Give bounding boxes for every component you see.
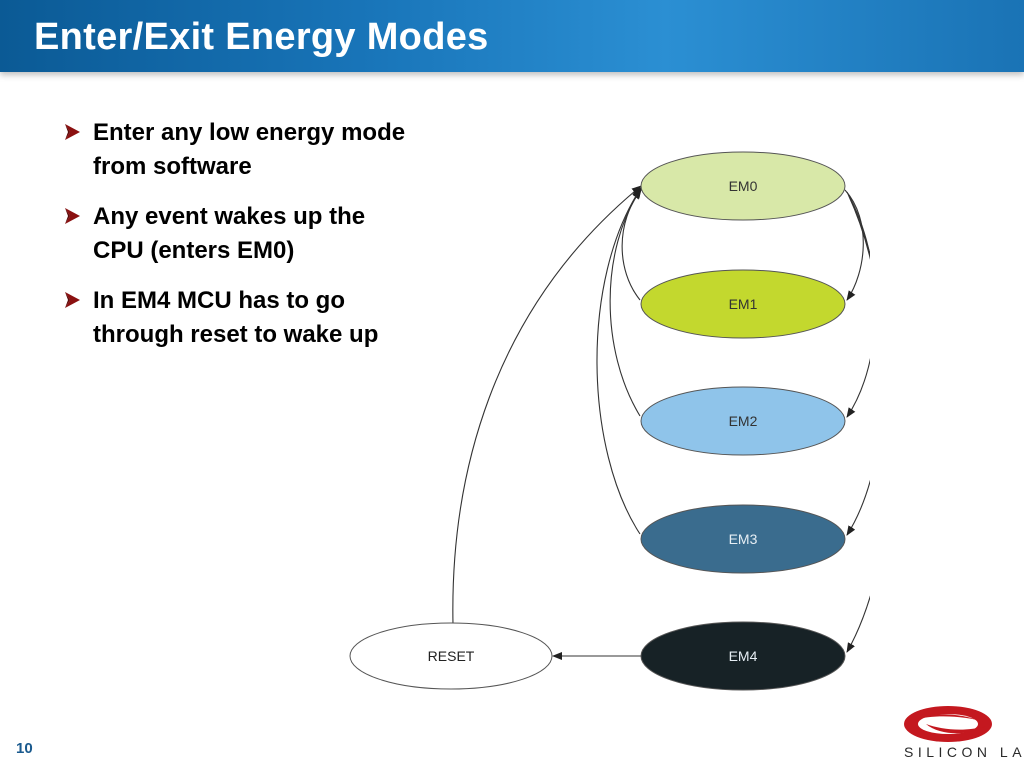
bullet-text: In EM4 MCU has to go through reset to wa… bbox=[93, 287, 379, 348]
title-bar: Enter/Exit Energy Modes bbox=[0, 0, 1024, 72]
logo-text: SILICON LABS bbox=[904, 744, 1024, 760]
slide-title: Enter/Exit Energy Modes bbox=[34, 16, 489, 58]
node-em3-label: EM3 bbox=[729, 531, 758, 547]
transition-em1-em0 bbox=[621, 189, 642, 301]
bullet-item: Enter any low energy mode from software bbox=[62, 116, 407, 184]
node-em4-label: EM4 bbox=[729, 648, 758, 664]
transition-em0-em4 bbox=[846, 195, 870, 653]
slide-number: 10 bbox=[16, 740, 33, 757]
node-em3: EM3 bbox=[640, 504, 846, 574]
arrow-bullet-icon bbox=[65, 124, 80, 140]
silicon-labs-swirl-icon bbox=[904, 706, 992, 742]
node-em2: EM2 bbox=[640, 386, 846, 456]
node-em4: EM4 bbox=[640, 621, 846, 691]
arrow-bullet-icon bbox=[65, 208, 80, 224]
arrow-bullet-icon bbox=[65, 292, 80, 308]
node-em0-label: EM0 bbox=[729, 178, 758, 194]
node-em1-label: EM1 bbox=[729, 296, 758, 312]
node-em0: EM0 bbox=[640, 151, 846, 221]
node-reset: RESET bbox=[349, 622, 553, 690]
energy-mode-diagram: EM0 EM1 EM2 EM3 EM4 RESET bbox=[349, 151, 870, 691]
transition-em0-em3 bbox=[846, 193, 870, 536]
transition-em2-em0 bbox=[609, 188, 642, 417]
transition-reset-em0 bbox=[452, 185, 642, 626]
transition-em0-em2 bbox=[846, 191, 870, 418]
node-em2-label: EM2 bbox=[729, 413, 758, 429]
transition-em0-em1 bbox=[844, 189, 864, 301]
node-reset-label: RESET bbox=[428, 648, 475, 664]
bullet-item: Any event wakes up the CPU (enters EM0) bbox=[62, 200, 407, 268]
node-em1: EM1 bbox=[640, 269, 846, 339]
bullet-list: Enter any low energy mode from software … bbox=[62, 116, 407, 368]
bullet-item: In EM4 MCU has to go through reset to wa… bbox=[62, 284, 407, 352]
bullet-text: Any event wakes up the CPU (enters EM0) bbox=[93, 203, 366, 264]
bullet-text: Enter any low energy mode from software bbox=[93, 119, 406, 180]
transition-em3-em0 bbox=[596, 187, 642, 535]
